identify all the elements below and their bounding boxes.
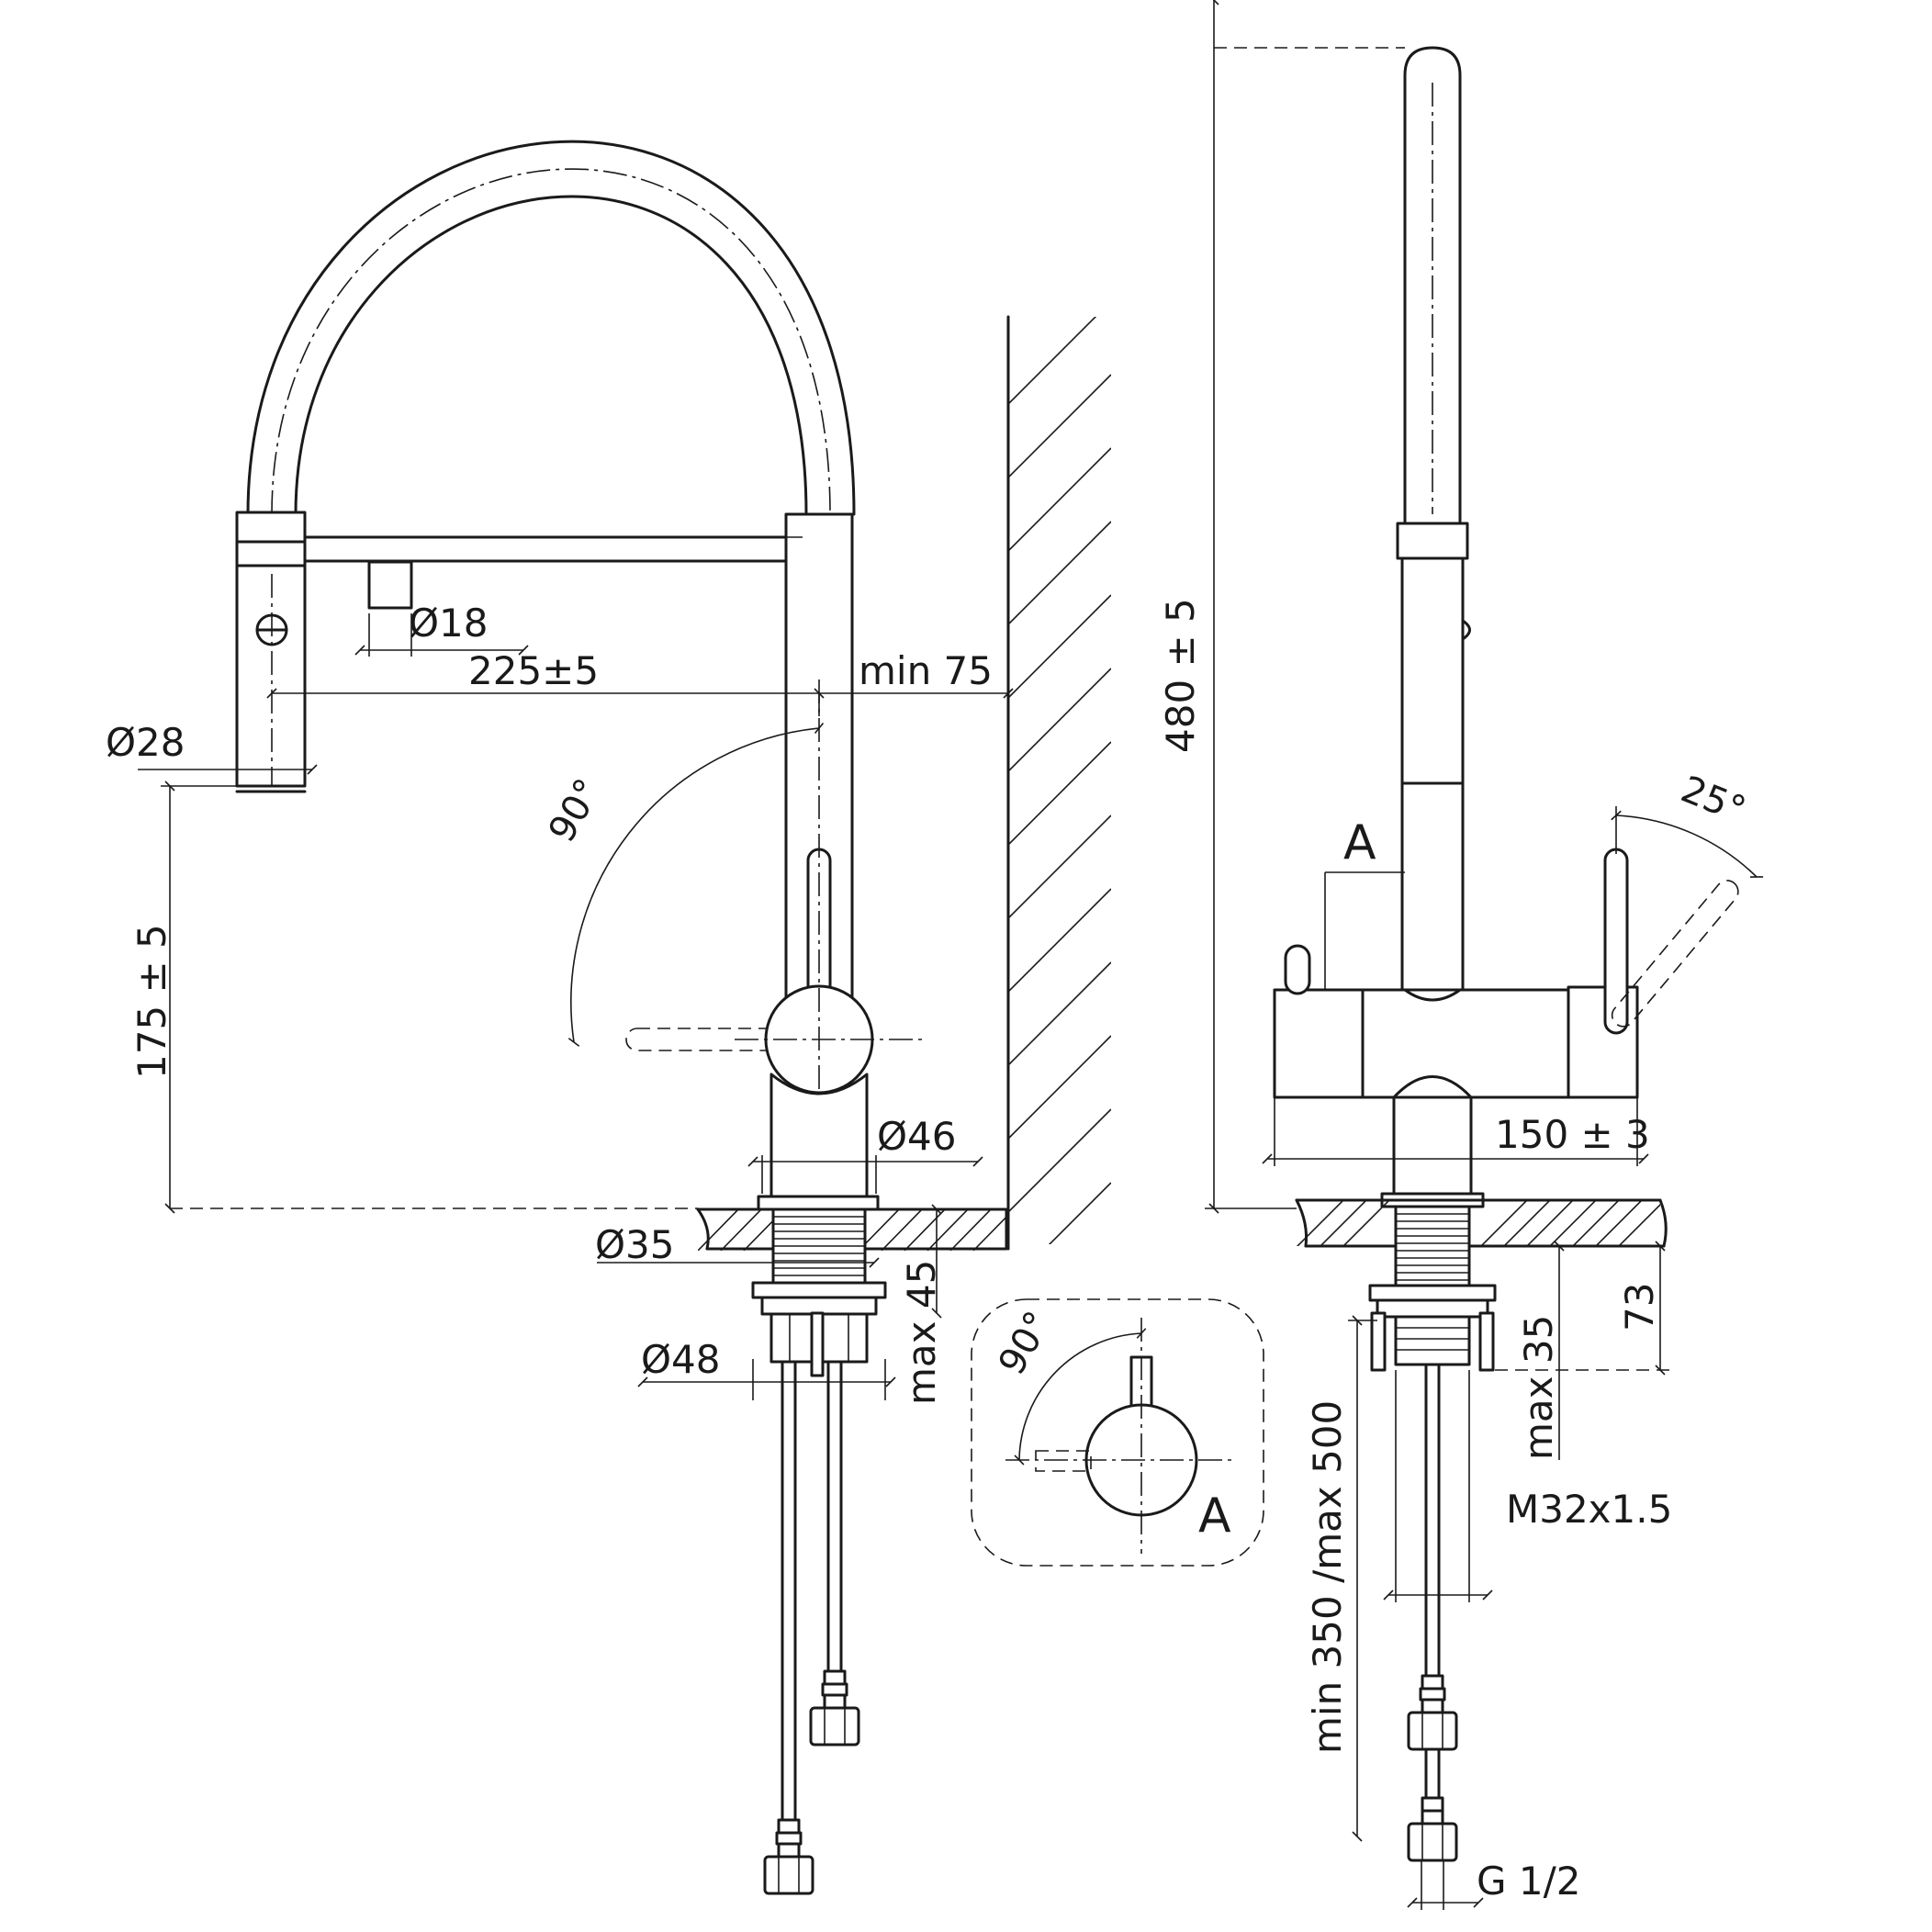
washer-lower — [760, 1296, 878, 1316]
spout-arm — [303, 535, 804, 563]
label-d35: Ø35 — [595, 1222, 675, 1267]
dimension-text: Ø18 225±5 min 75 Ø28 175 ± 5 90° Ø46 Ø35… — [106, 598, 1751, 1904]
hose-arch-outer — [246, 140, 856, 516]
hose-arch-inner — [294, 195, 808, 516]
lower-column — [769, 1073, 869, 1200]
supply-hose-front — [1407, 1363, 1458, 1862]
neck-pipe — [1400, 781, 1465, 992]
label-angle-90-detail: 90° — [991, 1305, 1060, 1382]
stud-bolt-left — [1370, 1311, 1387, 1372]
sleeve-button — [1461, 619, 1471, 641]
stud-bolt-right — [1478, 1311, 1495, 1372]
hex-nut-right — [809, 1706, 860, 1747]
hex-nut-lower-front — [1407, 1822, 1458, 1862]
hex-nut-left — [763, 1855, 814, 1895]
counter-section-front — [1295, 1198, 1668, 1248]
label-d46: Ø46 — [877, 1114, 957, 1159]
lever-tilt-ghost — [1611, 880, 1739, 1028]
label-225: 225±5 — [468, 648, 599, 693]
washer-plate-front — [1368, 1284, 1497, 1302]
label-d48: Ø48 — [641, 1337, 721, 1382]
washer-plate — [751, 1281, 887, 1299]
label-min75: min 75 — [859, 648, 993, 693]
detail-lever-ghost — [1035, 1450, 1092, 1472]
supply-hose-left — [763, 1360, 814, 1895]
label-angle-90-side: 90° — [541, 772, 610, 849]
label-max45: max 45 — [899, 1260, 944, 1405]
label-175: 175 ± 5 — [129, 924, 174, 1079]
detail-view-a — [971, 1298, 1264, 1567]
threaded-shank-front — [1394, 1205, 1471, 1287]
threaded-shank-side — [771, 1208, 867, 1285]
label-view-a-mark: A — [1343, 815, 1376, 871]
mixer-body-center — [1361, 988, 1570, 1099]
stud-bolt — [810, 1311, 825, 1377]
wall-section — [1006, 315, 1111, 1251]
detail-frame — [971, 1298, 1264, 1567]
side-lever-knob — [1284, 944, 1311, 995]
washer-lower-front — [1376, 1298, 1489, 1319]
lower-column-front — [1392, 1095, 1473, 1197]
label-d28: Ø28 — [106, 720, 185, 765]
hose-arch-centerline — [271, 168, 831, 515]
label-angle-25: 25° — [1675, 769, 1751, 832]
lever-handle-front — [1603, 848, 1629, 1035]
label-480: 480 ± 5 — [1158, 598, 1203, 753]
front-view — [1205, 0, 1764, 1910]
mixer-body-left — [1273, 988, 1365, 1099]
label-150: 150 ± 3 — [1495, 1112, 1650, 1157]
supply-hose-right — [809, 1360, 860, 1747]
spout-collar — [1396, 522, 1469, 560]
label-detail-a: A — [1198, 1488, 1231, 1544]
mount-nut-front — [1394, 1315, 1471, 1366]
dimension-lines-side — [138, 613, 1014, 1400]
nozzle-outlet — [367, 560, 413, 610]
label-d18: Ø18 — [409, 601, 489, 646]
label-hose-length: min 350 /max 500 — [1305, 1400, 1350, 1754]
dimension-lines-front — [1205, 0, 1764, 1910]
label-m32: M32x1.5 — [1506, 1487, 1672, 1532]
pull-out-sleeve — [1400, 556, 1465, 785]
side-view — [138, 140, 1111, 1895]
label-g12: G 1/2 — [1477, 1859, 1581, 1904]
base-rosette — [757, 1195, 880, 1211]
label-max35: max 35 — [1516, 1315, 1561, 1460]
hex-nut-upper-front — [1407, 1711, 1458, 1751]
spray-head — [235, 511, 307, 793]
label-73: 73 — [1617, 1283, 1662, 1331]
